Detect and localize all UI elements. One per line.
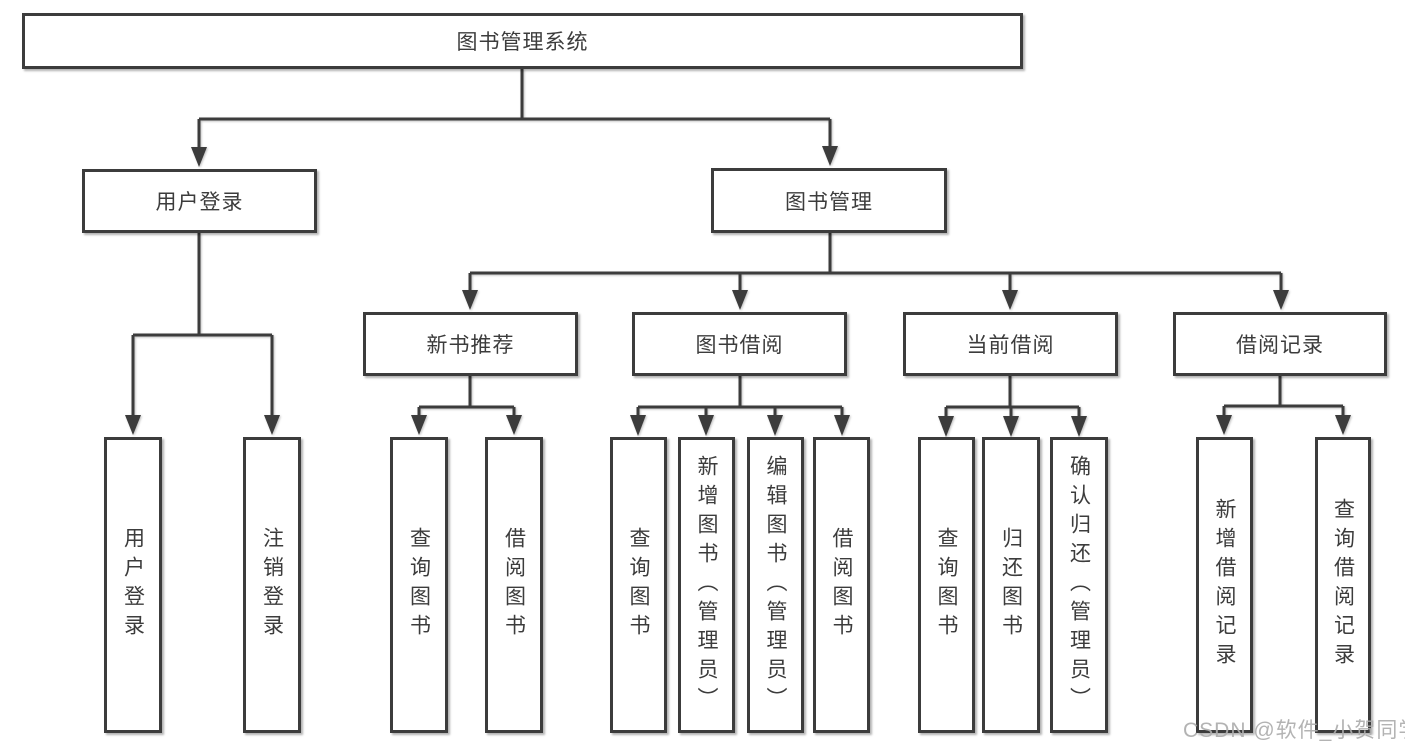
leaf-bb-query-books-label: 查询图书 — [627, 527, 650, 643]
leaf-nbr-query-books: 查询图书 — [390, 437, 448, 733]
node-user-login-label: 用户登录 — [155, 191, 244, 214]
leaf-br-add-record: 新增借阅记录 — [1196, 437, 1253, 733]
leaf-bb-edit-books-admin: 编辑图书（管理员） — [747, 437, 804, 733]
node-current-borrowing-label: 当前借阅 — [966, 334, 1055, 357]
leaf-cb-return-books-label: 归还图书 — [999, 527, 1023, 643]
node-book-borrowing-label: 图书借阅 — [695, 334, 784, 357]
leaf-cb-query-books: 查询图书 — [918, 437, 975, 733]
leaf-cb-confirm-return-admin-label: 确认归还（管理员） — [1067, 454, 1091, 716]
leaf-logout: 注销登录 — [243, 437, 301, 733]
leaf-bb-borrow-books-label: 借阅图书 — [830, 527, 853, 643]
node-root: 图书管理系统 — [22, 13, 1023, 69]
leaf-br-add-record-label: 新增借阅记录 — [1213, 498, 1236, 672]
leaf-bb-add-books-admin: 新增图书（管理员） — [678, 437, 735, 733]
leaf-cb-return-books: 归还图书 — [982, 437, 1040, 733]
node-book-management: 图书管理 — [711, 168, 947, 233]
node-book-management-label: 图书管理 — [785, 190, 873, 214]
leaf-br-query-record: 查询借阅记录 — [1315, 437, 1371, 733]
leaf-bb-borrow-books: 借阅图书 — [813, 437, 870, 733]
leaf-bb-query-books: 查询图书 — [610, 437, 667, 733]
leaf-br-query-record-label: 查询借阅记录 — [1331, 498, 1355, 672]
node-borrowing-records-label: 借阅记录 — [1236, 334, 1324, 357]
leaf-user-login-label: 用户登录 — [121, 527, 145, 643]
leaf-nbr-query-books-label: 查询图书 — [407, 527, 431, 643]
node-borrowing-records: 借阅记录 — [1173, 312, 1387, 376]
leaf-bb-add-books-admin-label: 新增图书（管理员） — [695, 454, 718, 716]
leaf-bb-edit-books-admin-label: 编辑图书（管理员） — [764, 454, 787, 716]
node-root-label: 图书管理系统 — [456, 31, 589, 54]
leaf-cb-confirm-return-admin: 确认归还（管理员） — [1050, 437, 1108, 733]
leaf-cb-query-books-label: 查询图书 — [935, 527, 958, 643]
leaf-nbr-borrow-books-label: 借阅图书 — [502, 527, 526, 643]
leaf-nbr-borrow-books: 借阅图书 — [485, 437, 543, 733]
node-current-borrowing: 当前借阅 — [903, 312, 1118, 376]
csdn-watermark: CSDN @软件_小贺同学 — [1183, 719, 1405, 742]
node-user-login: 用户登录 — [82, 169, 317, 233]
leaf-user-login: 用户登录 — [104, 437, 162, 733]
node-new-book-recommend-label: 新书推荐 — [426, 334, 515, 357]
leaf-logout-label: 注销登录 — [260, 527, 284, 643]
node-new-book-recommend: 新书推荐 — [363, 312, 578, 376]
node-book-borrowing: 图书借阅 — [632, 312, 847, 376]
